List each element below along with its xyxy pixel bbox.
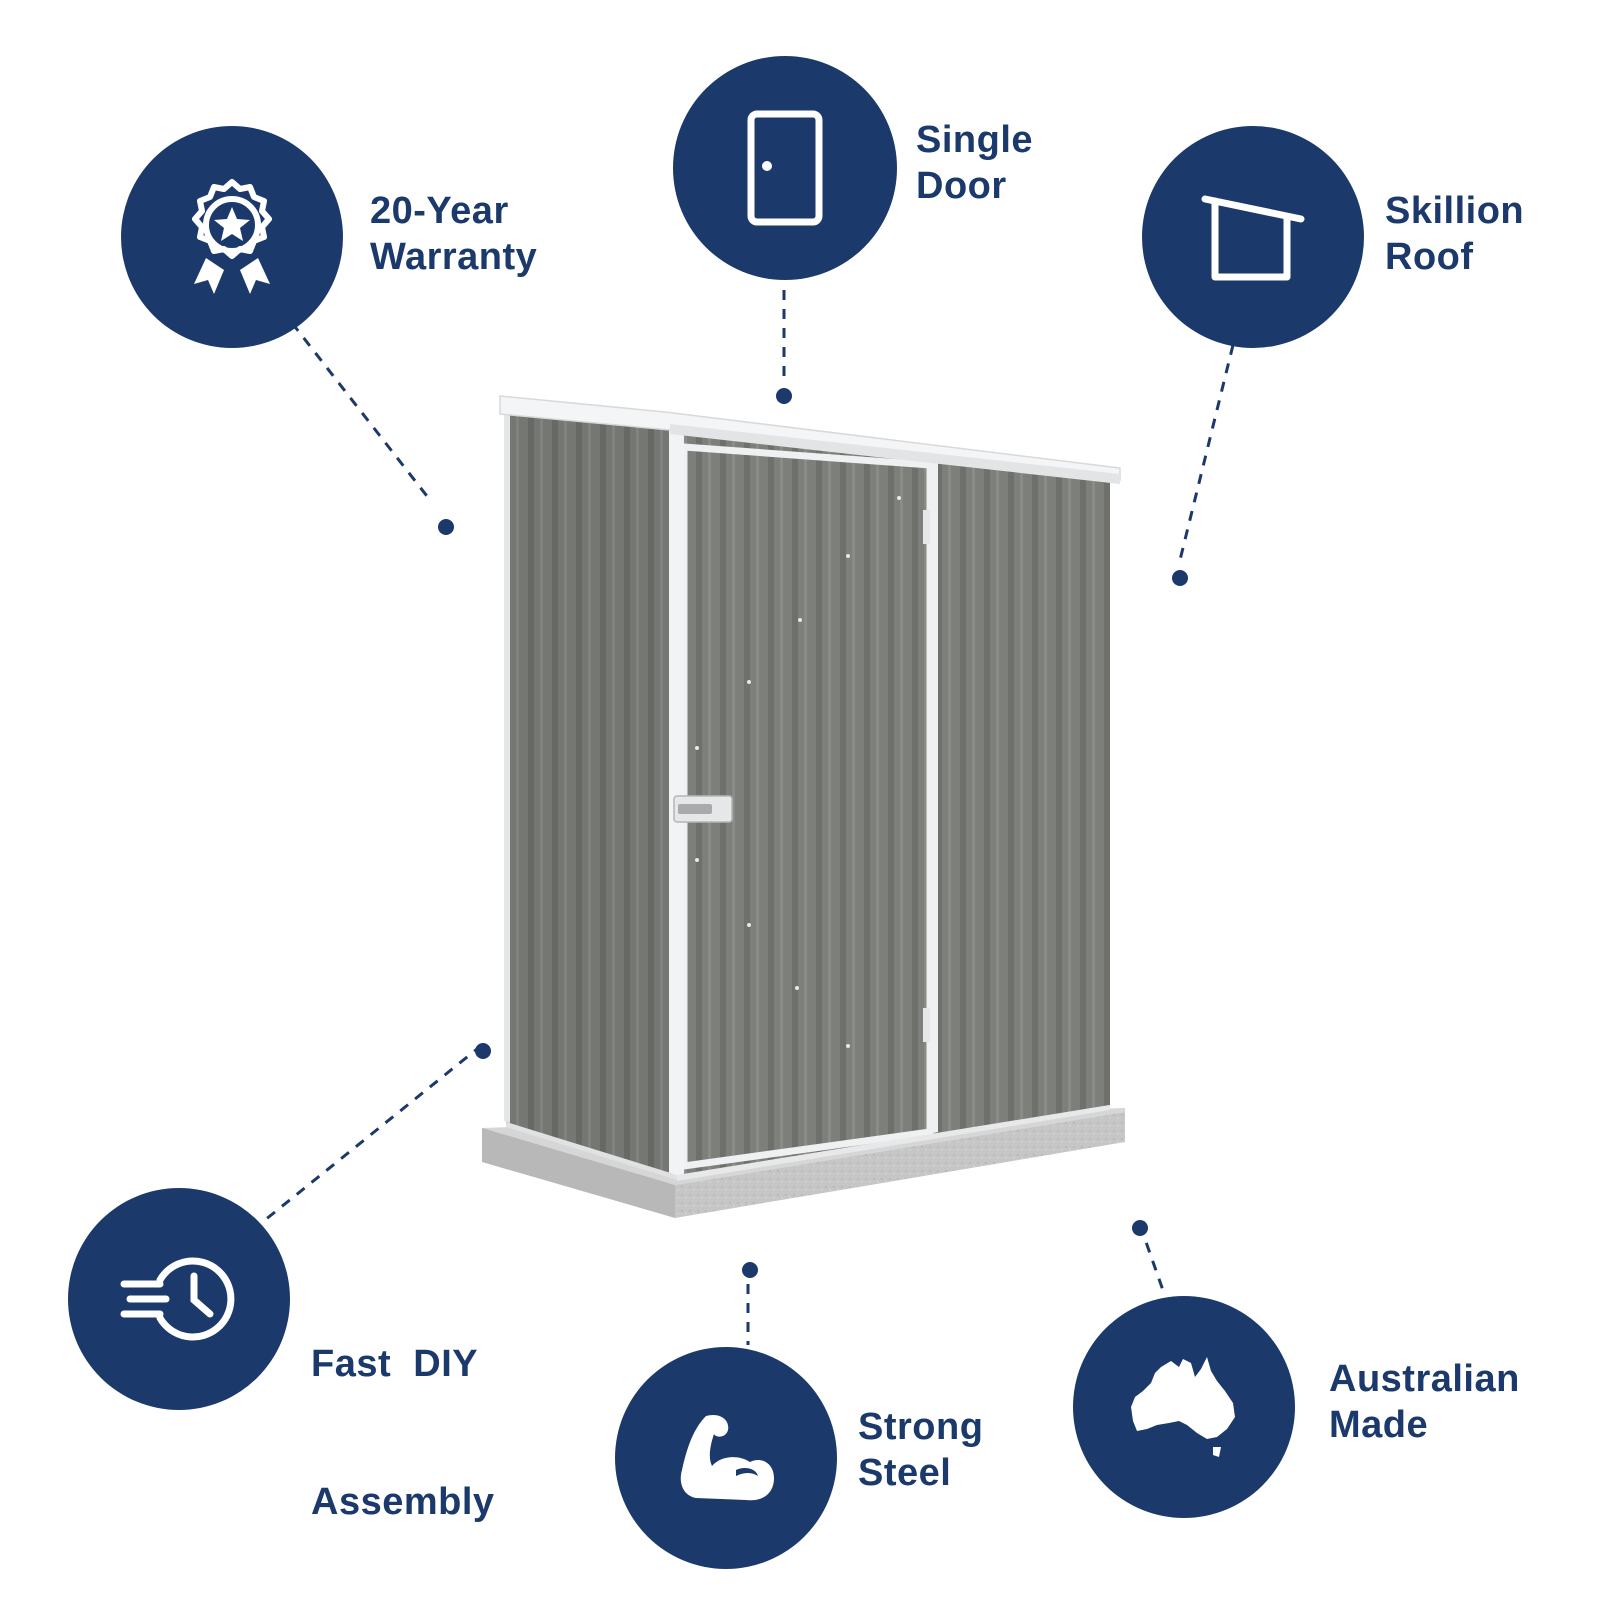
steel-badge — [615, 1347, 837, 1569]
award-ribbon-star-icon — [192, 179, 272, 294]
australia-label-line2: Made — [1329, 1404, 1429, 1446]
assembly-label-line2: Assembly — [311, 1481, 495, 1523]
steel-label: Strong Steel — [858, 1404, 983, 1496]
assembly-label: Fast DIY Assembly — [311, 1249, 495, 1617]
roof-label-line2: Roof — [1385, 236, 1474, 278]
warranty-label-line2: Warranty — [370, 236, 538, 278]
door-icon — [747, 110, 823, 226]
warranty-label-line1: 20-Year — [370, 190, 509, 232]
fast-clock-icon — [120, 1257, 235, 1341]
roof-label-line1: Skillion — [1385, 190, 1525, 232]
door-label: Single Door — [916, 117, 1033, 209]
steel-label-line2: Steel — [858, 1452, 952, 1494]
australia-map-icon — [1131, 1357, 1235, 1457]
flexed-arm-icon — [680, 1414, 774, 1501]
assembly-badge — [68, 1188, 290, 1410]
shed-side-wall — [506, 411, 677, 1175]
skillion-roof-icon — [1201, 195, 1305, 281]
australia-label: Australian Made — [1329, 1356, 1520, 1448]
warranty-badge — [121, 126, 343, 348]
door-badge — [673, 56, 897, 280]
steel-label-line1: Strong — [858, 1406, 984, 1448]
door-hinge-bottom — [923, 1008, 930, 1042]
australia-label-line1: Australian — [1329, 1358, 1520, 1400]
assembly-label-line1: Fast DIY — [311, 1343, 479, 1385]
door-label-line1: Single — [916, 119, 1034, 161]
door-label-line2: Door — [916, 165, 1007, 207]
concrete-base-front — [675, 1112, 1125, 1218]
roof-badge — [1142, 126, 1364, 348]
roof-label: Skillion Roof — [1385, 188, 1524, 280]
concrete-base-side — [482, 1128, 675, 1218]
door-hinge-top — [923, 510, 930, 544]
warranty-label: 20-Year Warranty — [370, 188, 537, 280]
australia-badge — [1073, 1296, 1295, 1518]
